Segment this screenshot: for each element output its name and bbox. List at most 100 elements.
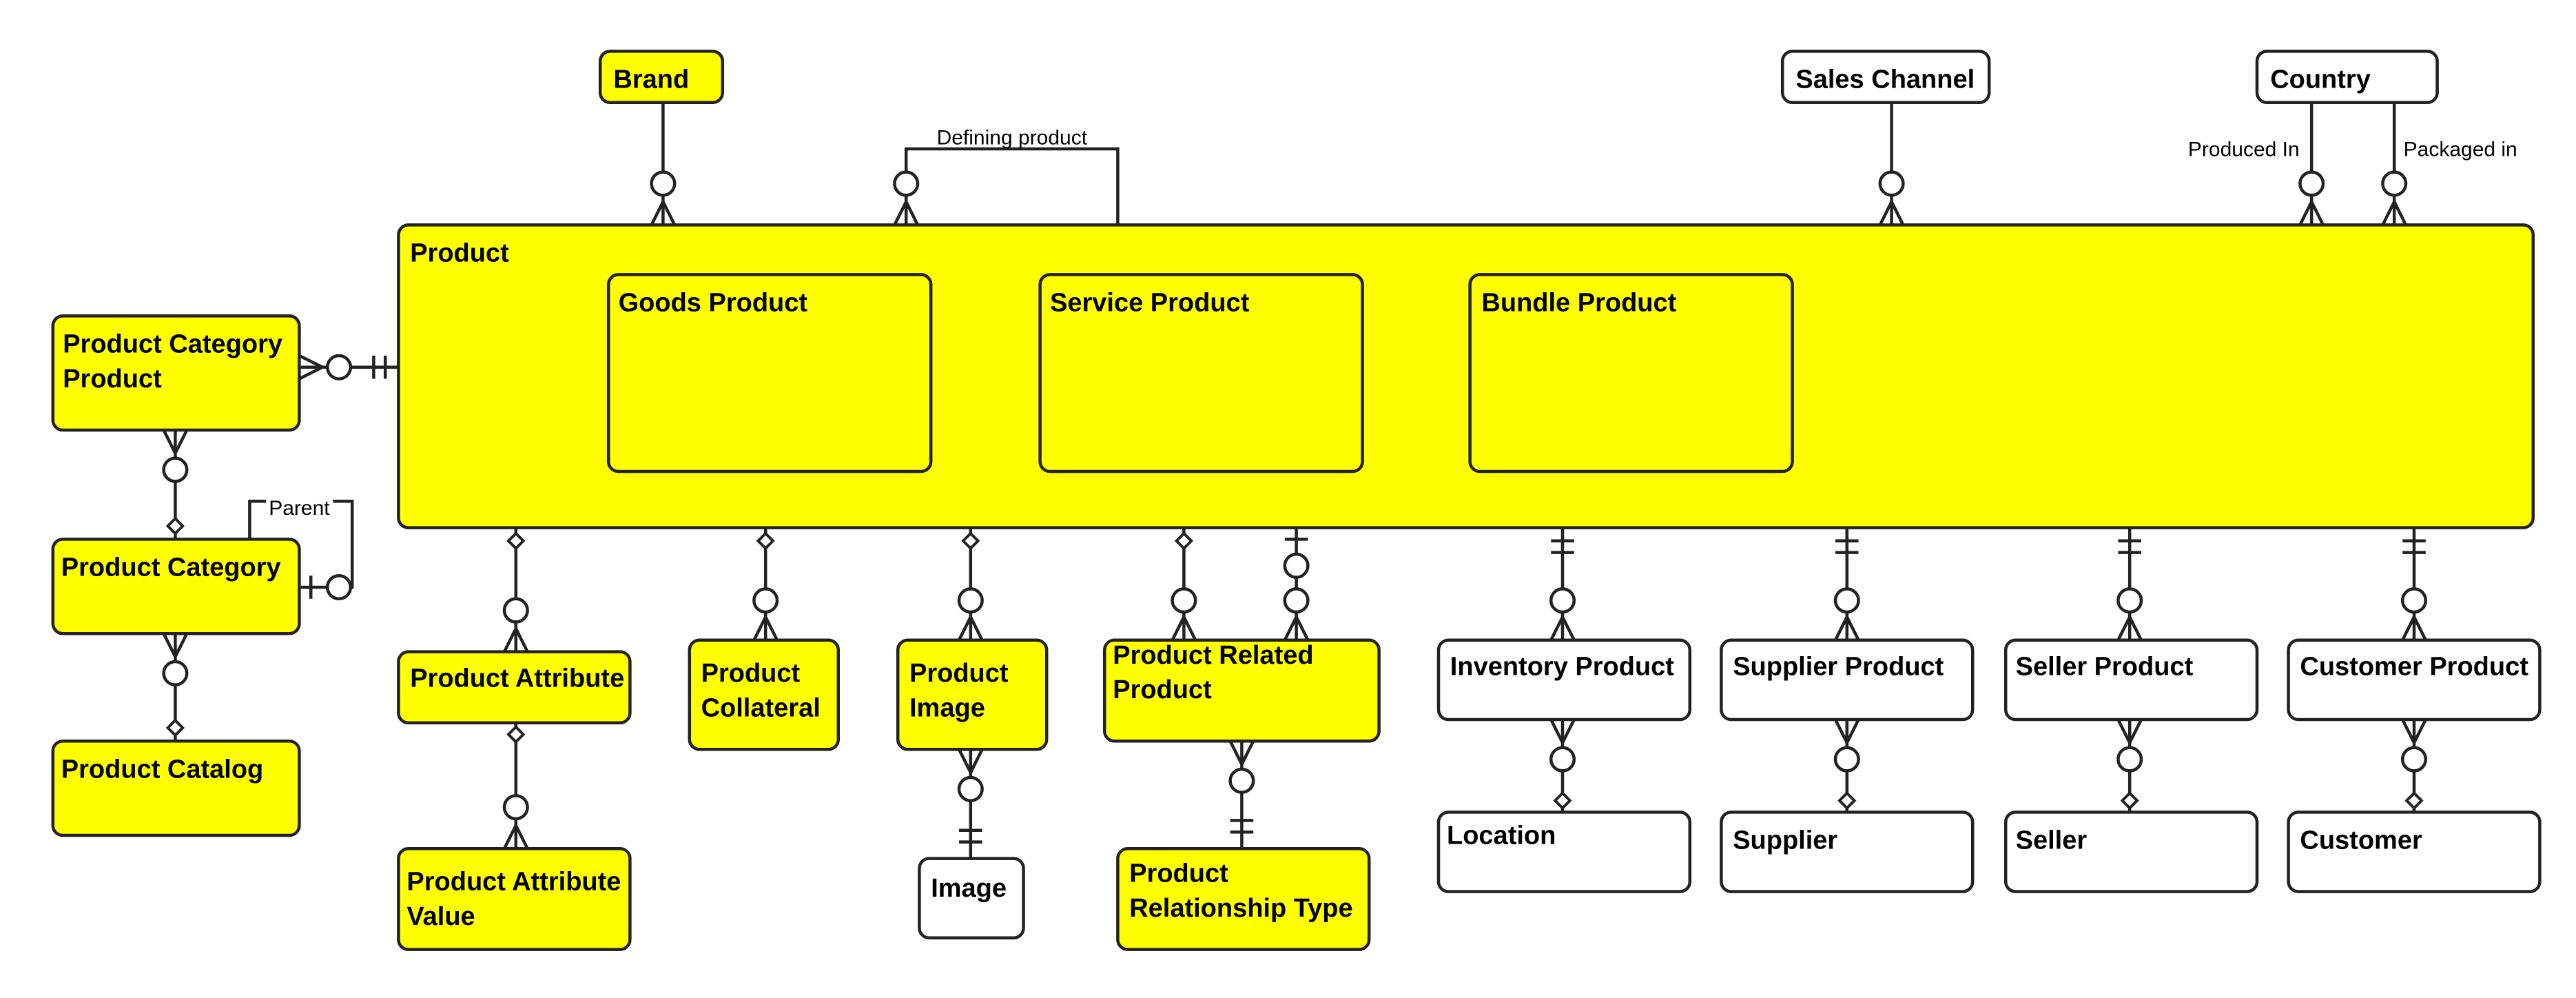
crows-foot bbox=[298, 354, 327, 380]
product-attribute-value-box bbox=[397, 846, 632, 951]
entity-country[interactable]: Country bbox=[2255, 50, 2439, 105]
sales-channel-label: Sales Channel bbox=[1795, 65, 1975, 94]
entity-seller-product[interactable]: Seller Product bbox=[2003, 638, 2259, 722]
optional-circle bbox=[2298, 170, 2325, 197]
optional-circle bbox=[752, 587, 779, 614]
optional-circle bbox=[162, 660, 189, 686]
diamond-marker bbox=[1553, 791, 1572, 811]
crows-foot bbox=[1549, 718, 1576, 746]
crows-foot bbox=[2116, 613, 2143, 641]
crows-foot bbox=[1228, 740, 1255, 768]
customer-product-box bbox=[2287, 638, 2542, 722]
crows-foot bbox=[650, 198, 677, 226]
entity-brand[interactable]: Brand bbox=[598, 50, 725, 105]
entity-sales-channel[interactable]: Sales Channel bbox=[1780, 50, 1991, 105]
optional-circle bbox=[502, 597, 529, 624]
product-attribute-value-label: Product Attribute bbox=[406, 868, 621, 897]
brand-box bbox=[598, 50, 725, 105]
product-catalog-label: Product Catalog bbox=[61, 755, 263, 784]
diamond-marker bbox=[506, 531, 526, 551]
supplier-product-label: Supplier Product bbox=[1733, 653, 1944, 682]
crows-foot bbox=[1833, 613, 1860, 641]
optional-circle bbox=[1878, 170, 1905, 197]
entity-inventory-product[interactable]: Inventory Product bbox=[1436, 638, 1692, 722]
crows-foot bbox=[752, 613, 779, 641]
entity-customer[interactable]: Customer bbox=[2287, 811, 2542, 893]
crows-foot bbox=[957, 748, 984, 776]
rel-label-parent: Parent bbox=[269, 497, 330, 520]
rel-label-bg bbox=[266, 496, 333, 522]
crows-foot bbox=[502, 624, 529, 653]
diamond-marker bbox=[2404, 791, 2424, 811]
supplier-product-box bbox=[1720, 638, 1975, 722]
supplier-box bbox=[1720, 811, 1975, 893]
entity-supplier[interactable]: Supplier bbox=[1720, 811, 1975, 893]
service-product-box bbox=[1038, 273, 1364, 473]
crows-foot bbox=[893, 198, 920, 226]
entity-customer-product[interactable]: Customer Product bbox=[2287, 638, 2542, 722]
entity-bundle-product[interactable]: Bundle Product bbox=[1468, 273, 1794, 473]
product-image-label: Image bbox=[909, 694, 985, 723]
diamond-marker bbox=[1837, 791, 1857, 811]
product-collateral-label: Product bbox=[701, 659, 801, 688]
seller-product-label: Seller Product bbox=[2016, 653, 2194, 682]
goods-product-box bbox=[606, 273, 933, 473]
optional-circle bbox=[2116, 746, 2143, 773]
optional-circle bbox=[1549, 746, 1576, 773]
diamond-marker bbox=[165, 718, 185, 737]
seller-label: Seller bbox=[2016, 826, 2088, 855]
diamond-marker bbox=[756, 531, 775, 551]
seller-product-box bbox=[2003, 638, 2259, 722]
diamond-marker bbox=[165, 516, 185, 536]
diamond-marker bbox=[1174, 531, 1194, 551]
entity-seller[interactable]: Seller bbox=[2003, 811, 2259, 893]
bundle-product-label: Bundle Product bbox=[1481, 289, 1676, 318]
entity-supplier-product[interactable]: Supplier Product bbox=[1720, 638, 1975, 722]
optional-circle bbox=[2381, 170, 2408, 197]
crows-foot bbox=[2298, 198, 2325, 226]
optional-circle bbox=[1549, 587, 1576, 614]
crows-foot bbox=[162, 633, 189, 660]
product-image-label: Product bbox=[909, 659, 1009, 688]
product-attribute-label: Product Attribute bbox=[410, 664, 624, 693]
inventory-product-box bbox=[1436, 638, 1692, 722]
product-category-product-label: Product bbox=[63, 365, 162, 394]
notation-layer bbox=[162, 170, 2428, 850]
product-related-product-box bbox=[1102, 638, 1381, 743]
product-category-box bbox=[51, 538, 301, 635]
product-collateral-label: Collateral bbox=[701, 694, 821, 723]
optional-circle bbox=[650, 170, 677, 197]
entity-image[interactable]: Image bbox=[918, 857, 1025, 940]
product-label: Product bbox=[410, 239, 509, 268]
product-category-label: Product Category bbox=[61, 553, 281, 582]
optional-circle bbox=[893, 170, 920, 197]
optional-circle bbox=[957, 775, 984, 802]
entity-service-product[interactable]: Service Product bbox=[1038, 273, 1364, 473]
entity-product-category[interactable]: Product Category bbox=[51, 538, 301, 635]
diamond-marker bbox=[506, 724, 526, 744]
diamond-marker bbox=[2120, 791, 2139, 811]
crows-foot bbox=[1283, 613, 1310, 641]
crows-foot bbox=[2401, 718, 2427, 746]
crows-foot bbox=[2116, 718, 2143, 746]
image-box bbox=[918, 857, 1025, 940]
entity-product-catalog[interactable]: Product Catalog bbox=[51, 739, 301, 837]
entity-goods-product[interactable]: Goods Product bbox=[606, 273, 933, 473]
entity-location[interactable]: Location bbox=[1436, 811, 1692, 893]
crows-foot bbox=[1878, 198, 1905, 226]
crows-foot bbox=[1833, 718, 1860, 746]
image-label: Image bbox=[931, 874, 1007, 903]
product-catalog-box bbox=[51, 739, 301, 837]
entity-product-attribute[interactable]: Product Attribute bbox=[397, 650, 632, 725]
product-category-product-label: Product Category bbox=[63, 330, 282, 359]
product-collateral-box bbox=[688, 638, 841, 751]
customer-label: Customer bbox=[2300, 826, 2422, 855]
